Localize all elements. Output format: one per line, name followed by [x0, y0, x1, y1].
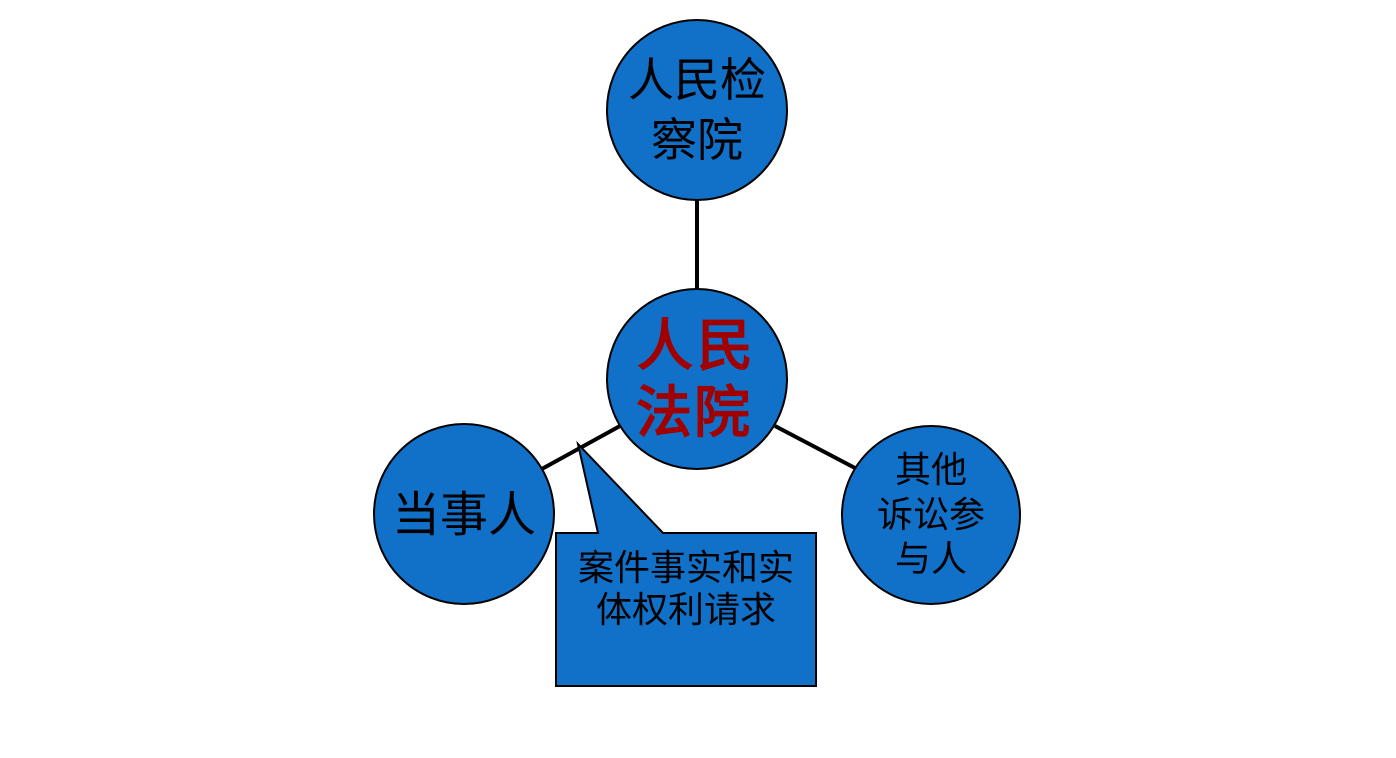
node-court-line2: 法院 — [636, 380, 752, 446]
callout-line1: 案件事实和实 — [578, 548, 794, 589]
node-court-line1: 人民 — [637, 313, 757, 379]
node-other-participants-line1: 其他 — [895, 450, 967, 491]
callout-line2: 体权利请求 — [596, 590, 776, 631]
node-procuratorate-line1: 人民检 — [628, 53, 766, 107]
node-parties: 当事人 — [373, 423, 555, 605]
node-procuratorate: 人民检 察院 — [606, 19, 788, 201]
connector-right — [774, 424, 856, 470]
node-procuratorate-line2: 察院 — [651, 113, 743, 167]
node-other-participants-line3: 与人 — [895, 539, 967, 580]
node-court: 人民 法院 — [606, 288, 788, 470]
node-parties-label: 当事人 — [392, 487, 536, 543]
node-other-participants-line2: 诉讼参 — [877, 495, 985, 536]
node-other-participants: 其他 诉讼参 与人 — [841, 425, 1021, 605]
callout-case-facts: 案件事实和实 体权利请求 — [555, 440, 817, 687]
